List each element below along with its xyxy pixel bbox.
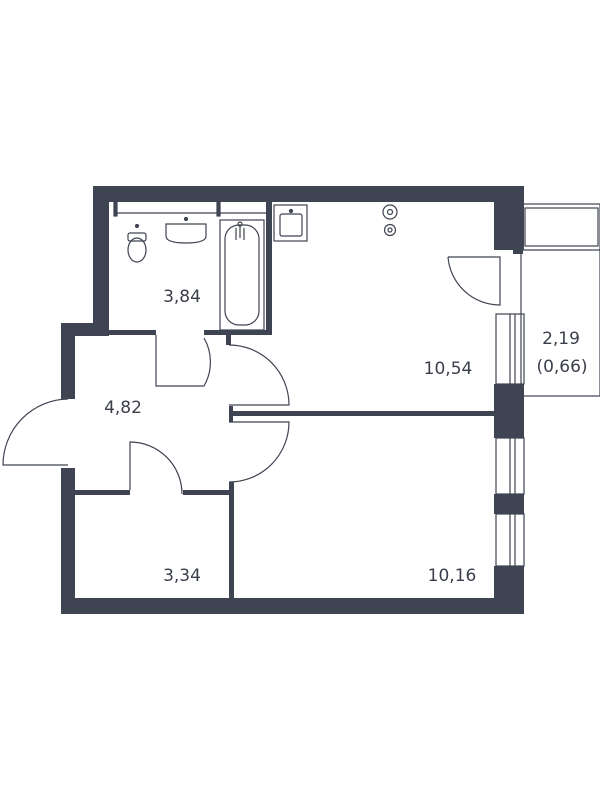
walls [61, 186, 524, 614]
hallway-area-label: 4,82 [104, 398, 142, 418]
wall-left-lower [61, 468, 75, 614]
bathtub-icon [219, 219, 265, 331]
bedroom-area-label: 10,16 [428, 566, 477, 586]
wall-top-left-vertical [93, 186, 109, 336]
balcony-rail [524, 207, 599, 247]
toilet-icon [127, 223, 147, 263]
wall-storage-top-left [75, 490, 130, 495]
balcony-door-icon [447, 256, 501, 306]
wall-bath-right [266, 202, 272, 334]
doors [2, 256, 501, 495]
window-bedroom-1-icon [495, 437, 525, 495]
kitchen-door-icon [228, 344, 290, 406]
bath-ledge-cap-mid [216, 201, 221, 217]
window-bedroom-2-icon [495, 513, 525, 567]
wall-storage-top-right [183, 490, 233, 495]
bathroom-area-label: 3,84 [163, 287, 201, 307]
entrance-door-icon [2, 398, 69, 466]
room-labels: 3,84 4,82 10,54 2,19 (0,66) 3,34 10,16 [104, 287, 587, 586]
balcony-corner-post [513, 248, 523, 254]
wall-bedroom-stub [229, 406, 233, 422]
bedroom-door-icon [228, 421, 290, 483]
balcony-outline [520, 203, 600, 397]
wall-bedroom-top [229, 411, 495, 416]
bath-ledge-cap-left [113, 201, 118, 217]
wall-right-top [494, 186, 524, 250]
wall-bath-bottom-left [109, 330, 156, 335]
kitchen-sink-icon [273, 204, 308, 242]
balcony [513, 203, 600, 397]
storage-door-icon [129, 441, 183, 495]
wall-bottom [61, 598, 524, 614]
wall-right-pier-1 [494, 494, 524, 514]
wall-storage-right [229, 482, 234, 600]
wall-right-mid [494, 384, 524, 438]
balcony-reduced-area-label: (0,66) [536, 357, 587, 377]
storage-area-label: 3,34 [163, 566, 201, 586]
wall-bath-door-jamb [226, 335, 231, 345]
wall-left-upper [61, 323, 75, 399]
stove-icon [382, 204, 398, 237]
fixtures [113, 201, 398, 331]
washbasin-icon [165, 216, 207, 244]
wall-top [93, 186, 524, 202]
windows [495, 313, 525, 567]
window-kitchen-icon [495, 313, 525, 385]
balcony-area-label: 2,19 [542, 329, 580, 349]
kitchen-living-area-label: 10,54 [424, 359, 473, 379]
bathroom-door-icon [155, 335, 211, 387]
wall-right-bottom [494, 566, 524, 614]
wall-bath-bottom-right [204, 330, 272, 335]
